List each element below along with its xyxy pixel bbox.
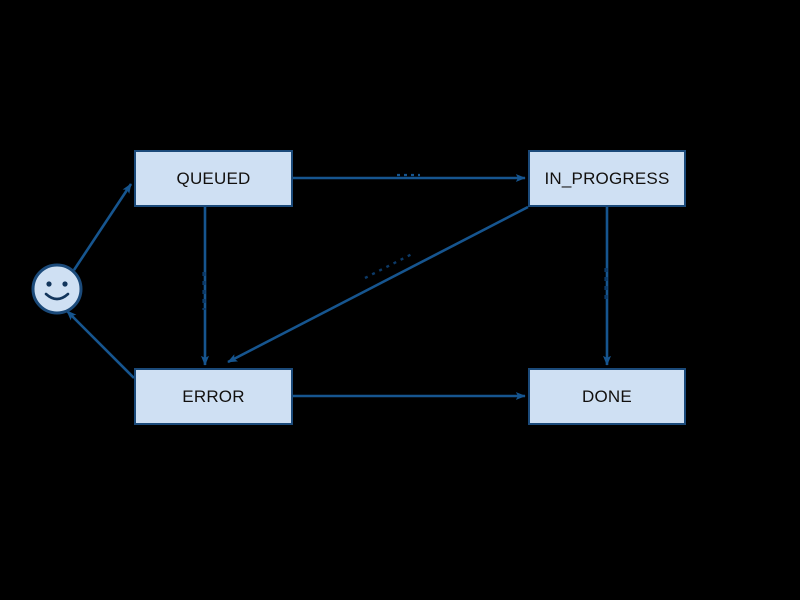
edge-inprogress-to-error-gap-marker: [364, 252, 413, 280]
state-node-label: IN_PROGRESS: [544, 168, 670, 188]
state-node-in-progress[interactable]: IN_PROGRESS: [528, 150, 686, 207]
smiley-eye-left-icon: [46, 281, 52, 287]
state-node-error[interactable]: ERROR: [134, 368, 293, 425]
state-node-queued[interactable]: QUEUED: [134, 150, 293, 207]
state-node-done[interactable]: DONE: [528, 368, 686, 425]
state-node-label: ERROR: [182, 386, 245, 406]
start-node-smiley[interactable]: [29, 261, 85, 317]
smiley-mouth-icon: [44, 292, 70, 301]
edge-start-to-queued: [72, 183, 133, 271]
edge-error-to-start: [66, 310, 135, 379]
smiley-eye-right-icon: [62, 281, 68, 287]
state-node-label: DONE: [582, 386, 632, 406]
edge-inprogress-to-error: [227, 205, 529, 364]
state-node-label: QUEUED: [176, 168, 251, 188]
smiley-face-icon: [31, 263, 83, 315]
